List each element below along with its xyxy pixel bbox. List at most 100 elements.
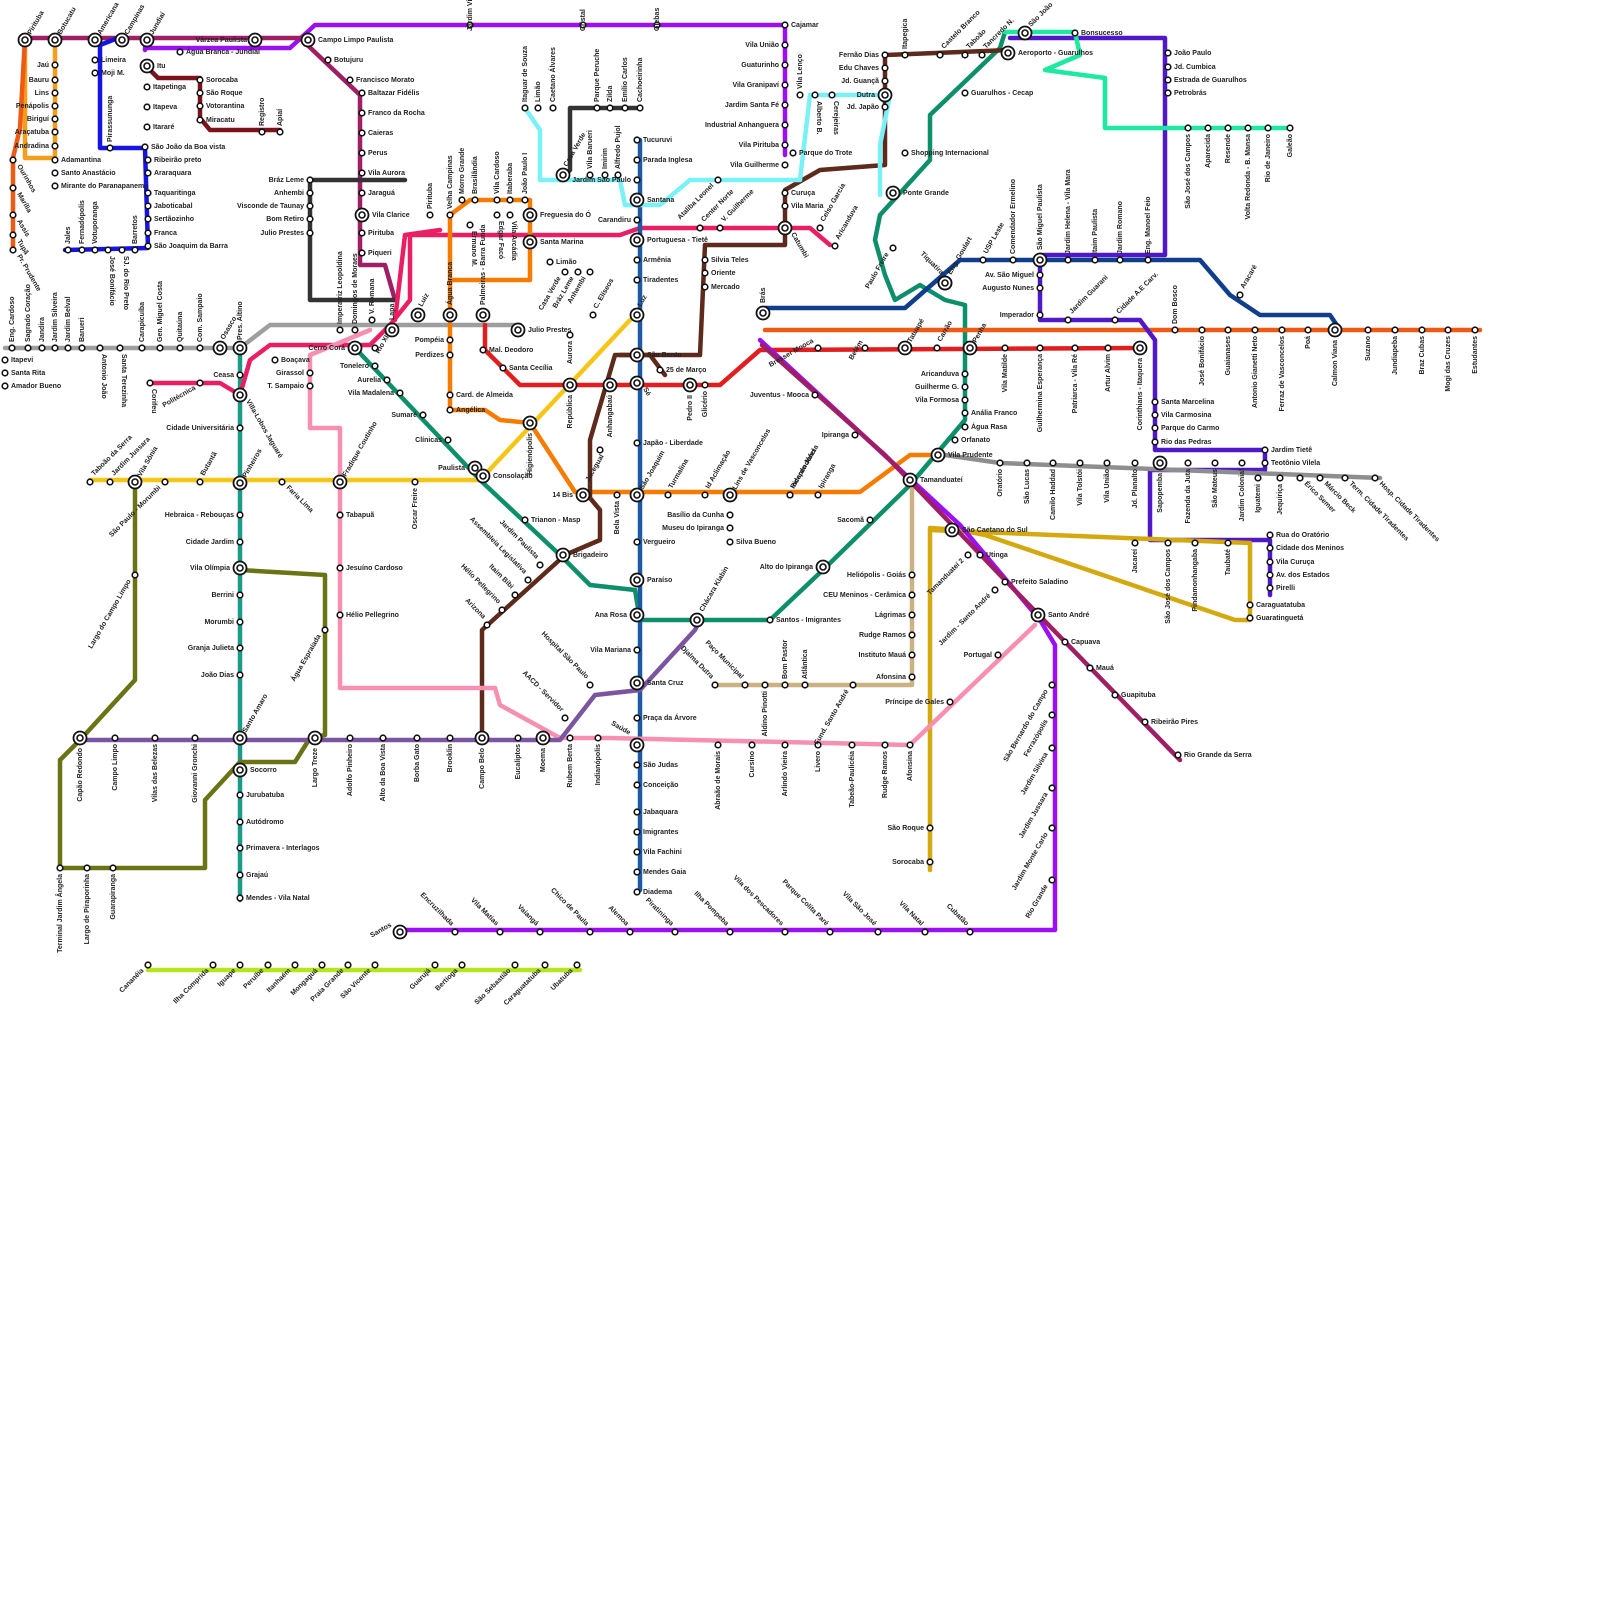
- station[interactable]: Oriente: [701, 269, 736, 277]
- station[interactable]: Bauru: [29, 76, 59, 84]
- station[interactable]: Aracaré: [1236, 264, 1259, 299]
- station[interactable]: São José dos Campos: [1164, 539, 1172, 624]
- station[interactable]: Botucatu: [47, 6, 78, 48]
- station[interactable]: Peruíbe: [242, 961, 272, 991]
- station[interactable]: Arizona: [463, 597, 491, 629]
- station[interactable]: Piqueri: [358, 249, 392, 257]
- station[interactable]: Armênia: [633, 256, 671, 264]
- station[interactable]: Granja Julieta: [188, 644, 244, 652]
- station[interactable]: Higienópolis: [522, 415, 538, 476]
- station[interactable]: C. Elíseos: [589, 277, 616, 319]
- station[interactable]: Cananéia: [118, 961, 152, 994]
- station[interactable]: Limeira: [91, 56, 126, 64]
- station[interactable]: Anhembi: [274, 189, 314, 197]
- station[interactable]: Jardim Belval: [64, 296, 72, 352]
- station[interactable]: Ponte Grande: [885, 185, 950, 201]
- station[interactable]: Praça da Árvore: [633, 713, 697, 722]
- station[interactable]: Silva Bueno: [726, 538, 776, 546]
- station[interactable]: Sorocaba: [892, 858, 934, 866]
- station[interactable]: Jundiaí: [139, 10, 168, 48]
- station[interactable]: Afonsina: [906, 741, 914, 781]
- station[interactable]: Estrada de Guarulhos: [1164, 76, 1247, 84]
- station[interactable]: Alto da Boa Vista: [379, 734, 387, 801]
- station[interactable]: Votorantina: [196, 102, 244, 110]
- station[interactable]: Vila Maria: [781, 202, 824, 210]
- station[interactable]: Curuça: [781, 189, 815, 197]
- station[interactable]: Imperador: [1000, 311, 1044, 319]
- station[interactable]: Jd. Cumbica: [1164, 63, 1216, 71]
- station[interactable]: Vila Curuça: [1266, 558, 1314, 566]
- station[interactable]: Chácara Klabin: [689, 565, 731, 628]
- station[interactable]: SJ. do Rio Preto: [118, 246, 129, 310]
- station[interactable]: Guaturinho: [741, 61, 789, 69]
- station[interactable]: Jardim Santa Fé: [725, 101, 789, 109]
- station[interactable]: Dutra: [857, 87, 893, 103]
- station[interactable]: Cidade dos Meninos: [1266, 544, 1344, 552]
- station[interactable]: Hospital São Paulo: [540, 631, 594, 689]
- station[interactable]: Estudantes: [1471, 326, 1479, 374]
- station[interactable]: Jardim Guarani: [1064, 274, 1110, 324]
- station[interactable]: Sorocaba: [196, 76, 238, 84]
- station[interactable]: Mendes Gaia: [633, 868, 686, 876]
- station[interactable]: Várzea Paulista: [196, 32, 263, 48]
- station[interactable]: Petrobrás: [1164, 89, 1207, 97]
- station[interactable]: Amador Bueno: [1, 382, 61, 390]
- station[interactable]: Campo Limpo Paulista: [300, 32, 394, 48]
- station[interactable]: Jaú: [37, 61, 59, 69]
- station[interactable]: Lágrimas: [875, 611, 916, 619]
- station[interactable]: Glicério: [701, 381, 709, 417]
- station[interactable]: CEU Meninos - Cerâmica: [823, 591, 916, 599]
- station[interactable]: Livero: [814, 741, 822, 772]
- station[interactable]: Bela Vista: [613, 491, 621, 534]
- station[interactable]: Jardim - Santo André: [938, 586, 999, 647]
- station[interactable]: Santos: [369, 922, 408, 940]
- station[interactable]: Lins: [35, 89, 59, 97]
- station[interactable]: Eng. Manoel Feio: [1144, 196, 1152, 264]
- station[interactable]: Independência: [786, 444, 820, 499]
- station[interactable]: Trianon - Masp: [521, 516, 580, 524]
- station[interactable]: Água Branca: [442, 262, 458, 323]
- station[interactable]: Galeão: [1286, 124, 1294, 157]
- station[interactable]: Pres. Altino: [232, 301, 248, 356]
- station[interactable]: Poá: [1304, 326, 1312, 349]
- station[interactable]: Fernadópolis: [78, 200, 86, 254]
- station[interactable]: Jabaquara: [633, 808, 678, 816]
- station[interactable]: Atlântica: [801, 649, 809, 689]
- station[interactable]: Sertãozinho: [144, 215, 194, 223]
- station[interactable]: Vila Prudente: [930, 447, 993, 463]
- station[interactable]: Abraão de Morais: [714, 741, 722, 810]
- station[interactable]: Jaraguá: [358, 189, 395, 197]
- station[interactable]: Pirituba: [358, 229, 394, 237]
- station[interactable]: Bertioga: [434, 961, 466, 993]
- station[interactable]: Dom Bosco: [1171, 285, 1179, 334]
- station[interactable]: Érico Semer: [1296, 474, 1338, 514]
- station[interactable]: Ribeirão Pires: [1141, 718, 1198, 726]
- station[interactable]: Mercado: [701, 283, 740, 291]
- station[interactable]: Vila Formosa: [915, 396, 969, 404]
- station[interactable]: Guaianases: [1224, 326, 1232, 375]
- station[interactable]: Largo Treze: [307, 730, 323, 788]
- station[interactable]: Itu: [139, 58, 166, 74]
- station[interactable]: Cerro Corá: [308, 340, 363, 356]
- station[interactable]: Pedro II: [682, 377, 698, 421]
- station[interactable]: Antonio Gianetti Neto: [1251, 326, 1259, 408]
- station[interactable]: Apiaí: [276, 108, 284, 136]
- station[interactable]: Largo de Piraporinha: [83, 864, 91, 944]
- station[interactable]: Água Rasa: [961, 422, 1007, 431]
- station[interactable]: Água Branca - Jundiaí: [176, 47, 261, 56]
- station[interactable]: Oscar Freire: [411, 478, 419, 529]
- station[interactable]: Prefeito Saladino: [1001, 578, 1068, 586]
- station[interactable]: Cidade Universitária: [166, 424, 244, 432]
- station[interactable]: Santana: [629, 192, 675, 208]
- station[interactable]: Aeroporto - Guarulhos: [1000, 45, 1094, 61]
- station[interactable]: Imperatriz Leopoldina: [336, 251, 344, 334]
- station[interactable]: Faria Lima: [278, 478, 314, 514]
- station[interactable]: Paço Municipal: [704, 639, 749, 689]
- station[interactable]: Juventus - Mooca: [750, 391, 819, 399]
- station[interactable]: Girassol: [276, 369, 314, 377]
- station[interactable]: Parque Colita Paré: [781, 878, 834, 936]
- station[interactable]: Jandira: [38, 317, 46, 352]
- station[interactable]: Volta Redonda - B. Mansa: [1244, 124, 1252, 219]
- station[interactable]: Vila Barueri: [586, 130, 594, 179]
- station[interactable]: AACD - Servidor: [521, 670, 569, 722]
